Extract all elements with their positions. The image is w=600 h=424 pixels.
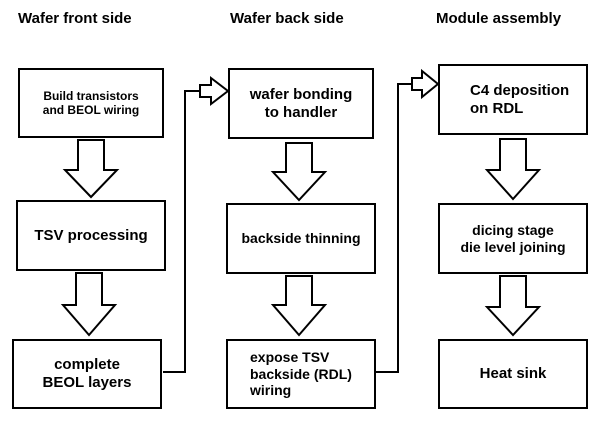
step-c4-deposition: C4 deposition on RDL (438, 64, 588, 135)
down-arrow-thinning (270, 142, 328, 202)
down-arrow-dicing (484, 138, 542, 201)
step-dicing-stage: dicing stage die level joining (438, 203, 588, 274)
step-backside-thinning-label: backside thinning (241, 230, 361, 247)
step-complete-beol-layers: complete BEOL layers (12, 339, 162, 409)
column-title-wafer-front-side: Wafer front side (18, 10, 132, 27)
step-build-transistors: Build transistors and BEOL wiring (18, 68, 164, 138)
down-arrow-heat-sink (484, 275, 542, 337)
step-build-transistors-label: Build transistors and BEOL wiring (42, 88, 140, 117)
step-dicing-stage-label: dicing stage die level joining (460, 221, 566, 255)
step-tsv-processing-label: TSV processing (34, 226, 148, 244)
column-title-module-assembly: Module assembly (436, 10, 562, 27)
step-heat-sink: Heat sink (438, 339, 588, 409)
connector-back-to-module (376, 83, 412, 373)
step-complete-beol-layers-label: complete BEOL layers (42, 356, 132, 391)
right-arrow-to-c4 (411, 68, 440, 100)
step-tsv-processing: TSV processing (16, 200, 166, 271)
step-wafer-bonding: wafer bonding to handler (228, 68, 374, 139)
step-backside-thinning: backside thinning (226, 203, 376, 274)
step-c4-deposition-label: C4 deposition on RDL (470, 81, 570, 117)
down-arrow-beol (60, 272, 118, 337)
right-arrow-to-bonding (199, 75, 230, 107)
connector-front-to-back (163, 90, 200, 373)
down-arrow-expose (270, 275, 328, 337)
column-title-wafer-back-side: Wafer back side (230, 10, 344, 27)
step-wafer-bonding-label: wafer bonding to handler (249, 85, 353, 121)
step-heat-sink-label: Heat sink (479, 365, 547, 382)
step-expose-tsv-label: expose TSV backside (RDL) wiring (250, 348, 352, 399)
down-arrow-tsv (62, 139, 120, 199)
step-expose-tsv: expose TSV backside (RDL) wiring (226, 339, 376, 409)
